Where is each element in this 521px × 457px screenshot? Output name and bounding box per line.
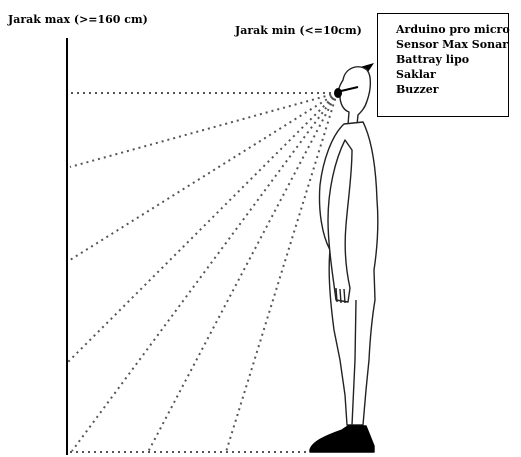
person-figure [310, 67, 378, 452]
component-item: Sensor Max Sonar [396, 37, 508, 52]
component-list-box: Arduino pro micro Sensor Max Sonar Battr… [377, 13, 509, 117]
beam-7 [226, 93, 337, 452]
sensor-beams [68, 93, 337, 452]
component-item: Saklar [396, 67, 508, 82]
max-distance-label: Jarak max (>=160 cm) [8, 14, 148, 25]
beam-3 [70, 93, 337, 260]
min-distance-label: Jarak min (<=10cm) [235, 25, 362, 36]
component-item: Battray lipo [396, 52, 508, 67]
component-item: Arduino pro micro [396, 22, 508, 37]
component-item: Buzzer [396, 82, 508, 97]
beam-5 [72, 93, 337, 451]
beam-4 [68, 93, 337, 362]
beam-2 [70, 93, 337, 167]
